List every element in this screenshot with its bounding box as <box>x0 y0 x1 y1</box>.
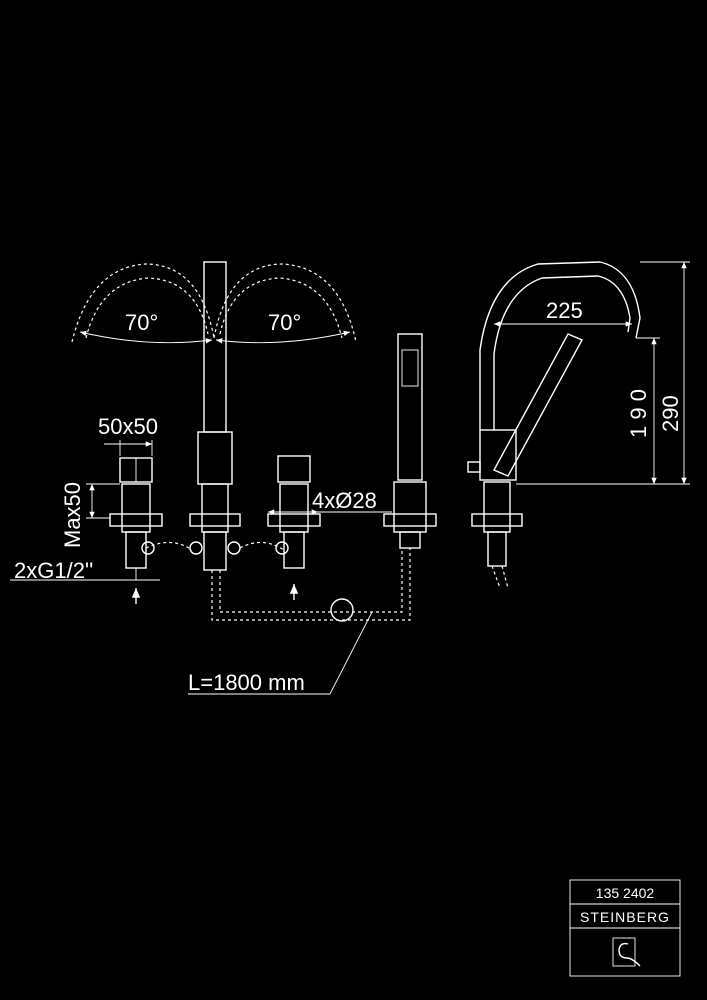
article-number: 135 2402 <box>596 885 655 901</box>
reach-label: 225 <box>546 298 583 323</box>
spout-height-label: 1 9 0 <box>626 389 651 438</box>
angle-right-label: 70° <box>268 310 301 335</box>
spout-profile-inner <box>493 275 631 430</box>
brand-name: STEINBERG <box>580 909 670 925</box>
left-valve-thread <box>121 483 151 533</box>
shower-hose <box>211 548 411 621</box>
connection-hose-right <box>239 541 285 551</box>
angle-left-label: 70° <box>125 310 158 335</box>
hose-weight <box>330 598 354 622</box>
side-lever <box>493 333 583 477</box>
total-height-label: 290 <box>658 395 683 432</box>
right-angle-dimension <box>215 330 351 344</box>
connection-hose-left <box>145 541 193 551</box>
left-swing-arc <box>71 263 215 343</box>
handle-size-label: 50x50 <box>98 414 158 439</box>
middle-handle <box>277 455 311 483</box>
side-view <box>467 261 690 589</box>
middle-valve-body <box>283 531 305 569</box>
spout-column <box>203 261 227 433</box>
title-block: 135 2402 STEINBERG <box>569 879 681 977</box>
hose-length-label: L=1800 mm <box>188 670 305 695</box>
spout-thread <box>201 483 229 533</box>
left-angle-dimension <box>79 330 213 344</box>
hand-shower <box>397 333 423 481</box>
front-view <box>10 261 437 695</box>
brand-logo-icon <box>612 937 641 967</box>
max-deck-label: Max50 <box>60 482 85 548</box>
right-swing-arc <box>213 263 357 343</box>
side-body <box>479 429 517 481</box>
middle-valve-thread <box>279 483 309 533</box>
holes-label: 4xØ28 <box>312 488 377 513</box>
side-thread <box>483 481 511 533</box>
connection-label: 2xG1/2'' <box>14 558 93 583</box>
spout-profile-outer <box>479 261 641 430</box>
spout-body <box>197 431 233 485</box>
shower-holder <box>393 481 427 533</box>
